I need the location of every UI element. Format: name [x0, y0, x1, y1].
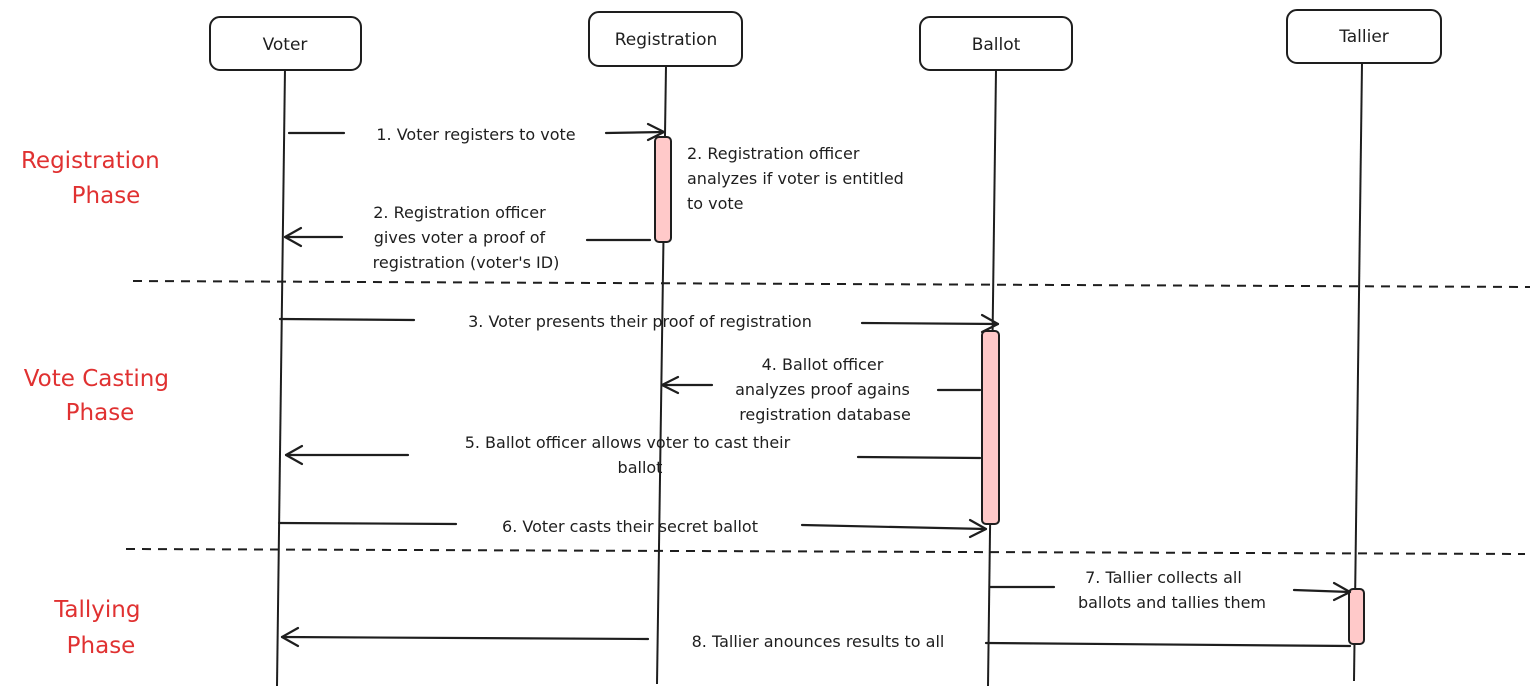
- message-8-label: 8. Tallier anounces results to all: [692, 632, 945, 651]
- actor-ballot: Ballot: [919, 16, 1073, 71]
- message-5: 5. Ballot officer allows voter to cast t…: [284, 433, 982, 477]
- message-2: 2. Registration officer gives voter a pr…: [283, 203, 652, 272]
- registration-note: 2. Registration officer analyzes if vote…: [687, 144, 909, 213]
- actor-voter-label: Voter: [263, 35, 308, 55]
- phase-label-registration: Registration Phase: [21, 148, 167, 209]
- ballot-activation: [981, 330, 1000, 525]
- voter-lifeline: [276, 67, 286, 687]
- actor-tallier-label: Tallier: [1338, 27, 1389, 47]
- actor-ballot-label: Ballot: [972, 35, 1021, 55]
- phase-label-vote-casting: Vote Casting Phase: [24, 366, 177, 426]
- tallier-lifeline: [1353, 62, 1363, 682]
- actor-registration-label: Registration: [615, 30, 718, 50]
- message-3: 3. Voter presents their proof of registr…: [278, 312, 1000, 334]
- actor-registration: Registration: [588, 11, 743, 67]
- actor-voter: Voter: [209, 16, 362, 71]
- message-6: 6. Voter casts their secret ballot: [277, 517, 988, 539]
- phase-separator-2: [125, 548, 1526, 555]
- message-1-label: 1. Voter registers to vote: [376, 125, 575, 144]
- message-8: 8. Tallier anounces results to all: [280, 626, 1352, 651]
- phase-label-tallying: Tallying Phase: [53, 597, 148, 659]
- message-2-label: 2. Registration officer gives voter a pr…: [373, 203, 560, 272]
- registration-activation: [654, 136, 672, 243]
- message-4-label: 4. Ballot officer analyzes proof agains …: [735, 355, 915, 424]
- message-7-label: 7. Tallier collects all ballots and tall…: [1078, 568, 1266, 612]
- tallier-activation: [1348, 588, 1365, 645]
- message-3-label: 3. Voter presents their proof of registr…: [468, 312, 812, 331]
- message-1: 1. Voter registers to vote: [287, 122, 666, 144]
- actor-tallier: Tallier: [1286, 9, 1442, 64]
- message-5-label: 5. Ballot officer allows voter to cast t…: [465, 433, 796, 477]
- phase-separator-1: [132, 280, 1531, 288]
- message-4: 4. Ballot officer analyzes proof agains …: [660, 355, 982, 424]
- message-7: 7. Tallier collects all ballots and tall…: [988, 568, 1352, 612]
- message-6-label: 6. Voter casts their secret ballot: [502, 517, 758, 536]
